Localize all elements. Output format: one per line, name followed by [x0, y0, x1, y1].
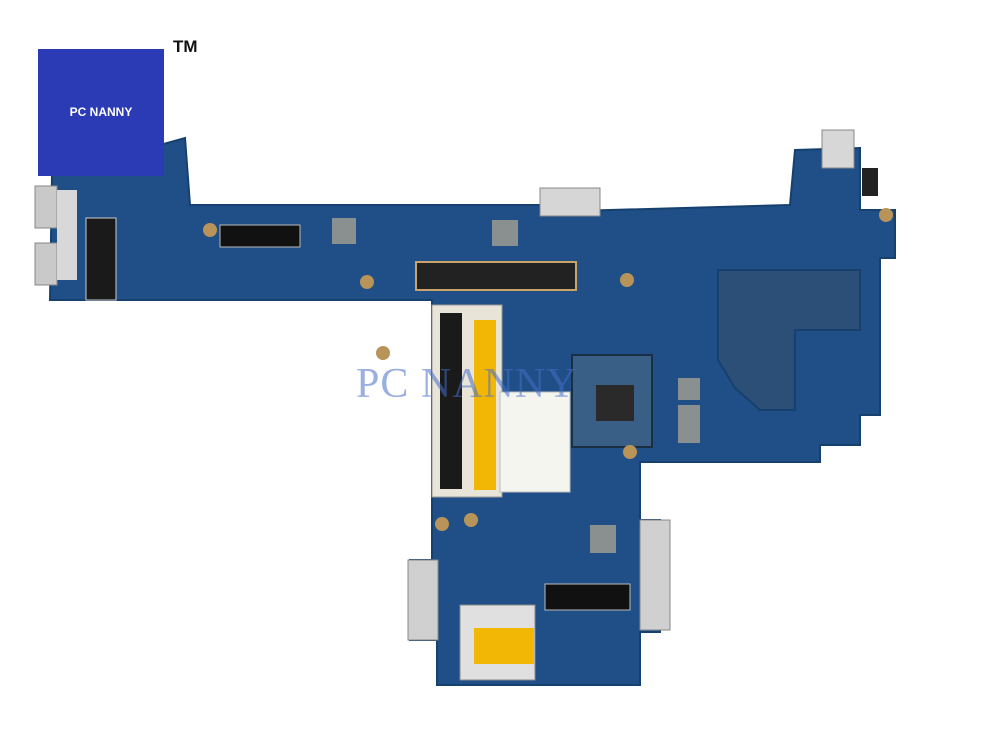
mini-pcie-slot-left — [85, 217, 117, 301]
usb-port-lower — [34, 242, 58, 286]
brand-logo: PC NANNY — [38, 49, 164, 176]
main-connector — [415, 261, 577, 291]
usb-port-upper — [34, 185, 58, 229]
sata-connector-left — [407, 559, 439, 641]
battery-connector — [539, 187, 601, 217]
mount-hole — [620, 273, 634, 287]
mount-hole — [376, 346, 390, 360]
mount-hole — [879, 208, 893, 222]
mini-pcie-slot-lower — [544, 583, 631, 611]
yellow-tape-ram — [474, 320, 496, 490]
mount-hole — [623, 445, 637, 459]
inductor-6 — [678, 425, 700, 443]
usb-port-block — [57, 190, 77, 280]
inductor-3 — [590, 525, 616, 553]
usb-port-right — [821, 129, 855, 169]
trademark-mark: TM — [173, 37, 198, 56]
board-cutout — [717, 269, 861, 411]
inductor-1 — [332, 218, 356, 244]
inductor-2 — [492, 220, 518, 246]
cpu-die — [596, 385, 634, 421]
mount-hole — [203, 223, 217, 237]
board-sticker — [499, 391, 571, 493]
mount-hole — [435, 517, 449, 531]
sata-connector-right — [639, 519, 671, 631]
mount-hole — [360, 275, 374, 289]
inductor-4 — [678, 378, 700, 400]
audio-jack — [862, 168, 878, 196]
watermark-text: PC NANNY — [356, 361, 578, 407]
inductor-5 — [678, 405, 700, 427]
yellow-tape-slot — [474, 628, 534, 664]
m2-slot-top — [219, 224, 301, 248]
mount-hole — [464, 513, 478, 527]
ram-slot-inner — [440, 313, 462, 489]
brand-logo-text: PC NANNY — [69, 105, 133, 119]
